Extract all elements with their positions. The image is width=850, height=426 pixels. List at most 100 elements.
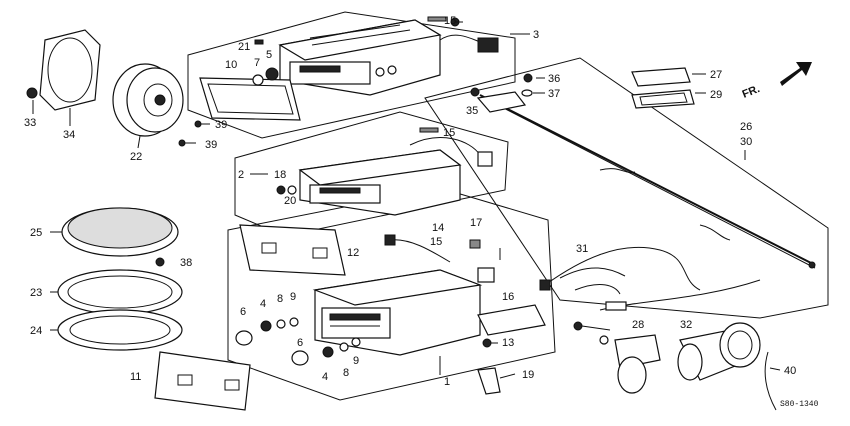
knob-4-a (260, 320, 272, 332)
callout-17: 17 (470, 217, 482, 229)
gasket-29 (631, 89, 695, 109)
antenna-motor-32 (677, 322, 761, 381)
washer-8-b (339, 342, 349, 352)
callout-8b: 8 (343, 367, 349, 379)
callout-13: 13 (502, 337, 514, 349)
washer-9-a (289, 317, 299, 327)
speaker-22 (112, 63, 184, 137)
callout-16: 16 (502, 291, 514, 303)
seal-40 (764, 351, 777, 411)
speaker-ring-23 (57, 269, 183, 315)
callout-15a: 15 (444, 15, 456, 27)
callout-5: 5 (266, 49, 272, 61)
callout-23: 23 (30, 287, 42, 299)
washer-9-b (351, 337, 361, 347)
callout-28: 28 (632, 319, 644, 331)
mount-35 (470, 87, 480, 97)
callout-34: 34 (63, 129, 75, 141)
knob-6-b (291, 350, 309, 366)
bracket-16 (477, 304, 546, 336)
harness-14 (384, 234, 495, 283)
fuse-17 (469, 239, 481, 249)
radio-unit-1 (312, 269, 483, 356)
callout-18: 18 (274, 169, 286, 181)
bolt-28 (573, 321, 583, 331)
knob-4-b (322, 346, 334, 358)
callout-1: 1 (444, 376, 450, 388)
callout-2: 2 (238, 169, 244, 181)
callout-29: 29 (710, 89, 722, 101)
antenna-base (476, 91, 527, 113)
washer-37 (521, 89, 533, 97)
radio-unit-2 (298, 137, 493, 216)
callout-25: 25 (30, 227, 42, 239)
callout-11: 11 (130, 371, 141, 383)
knob-7 (252, 74, 264, 86)
callout-33: 33 (24, 117, 36, 129)
screw-13 (482, 338, 492, 348)
callout-14: 14 (432, 222, 444, 234)
direction-arrow (780, 62, 812, 86)
antenna-cable-31 (539, 246, 701, 295)
callout-36: 36 (548, 73, 560, 85)
group-box-antenna (424, 57, 829, 319)
radio-unit-3 (278, 19, 499, 96)
group-box-radio-3 (187, 11, 516, 139)
callout-4b: 4 (322, 371, 328, 383)
fuse-15-top (427, 16, 447, 22)
bulb-21 (254, 39, 264, 45)
trim-bezel-10 (199, 77, 301, 121)
callout-38: 38 (180, 257, 192, 269)
trim-plate-12 (239, 224, 346, 276)
callout-21: 21 (238, 41, 250, 53)
callout-20: 20 (284, 195, 296, 207)
callout-30: 30 (740, 136, 752, 148)
callout-37: 37 (548, 88, 560, 100)
callout-35: 35 (466, 105, 478, 117)
trim-plate-11 (154, 351, 251, 411)
antenna-lead (599, 279, 761, 311)
screw-36 (523, 73, 533, 83)
callout-26: 26 (740, 121, 752, 133)
callout-9a: 9 (290, 291, 296, 303)
direction-label: FR. (741, 83, 762, 101)
callout-3: 3 (533, 29, 539, 41)
callout-39a: 39 (215, 119, 227, 131)
cover-27 (631, 67, 691, 87)
callout-15b: 15 (443, 127, 455, 139)
callout-7: 7 (254, 57, 260, 69)
callout-40: 40 (784, 365, 796, 377)
callout-9b: 9 (353, 355, 359, 367)
fuse-15-mid (419, 127, 439, 133)
callout-15c: 15 (430, 236, 442, 248)
washer-8-a (276, 319, 286, 329)
callout-22: 22 (130, 151, 142, 163)
callout-12: 12 (347, 247, 359, 259)
knob-6-a (235, 330, 253, 346)
callout-32: 32 (680, 319, 692, 331)
callout-27: 27 (710, 69, 722, 81)
callout-10: 10 (225, 59, 237, 71)
callout-6a: 6 (240, 306, 246, 318)
knob-18 (276, 185, 286, 195)
callout-8a: 8 (277, 293, 283, 305)
group-box-radio-2 (234, 111, 509, 237)
diagram-code: S80-1340 (780, 400, 819, 409)
speaker-grille-25 (61, 207, 179, 257)
clip-38 (155, 257, 165, 267)
motor-bracket-28 (614, 334, 661, 394)
callout-19: 19 (522, 369, 534, 381)
nut-33 (26, 87, 38, 99)
callout-6b: 6 (297, 337, 303, 349)
speaker-spacer-24 (57, 309, 183, 351)
callout-24: 24 (30, 325, 42, 337)
antenna-mast-26-30 (479, 94, 816, 269)
callout-31: 31 (576, 243, 588, 255)
knob-20 (287, 185, 297, 195)
callout-4a: 4 (260, 298, 266, 310)
callout-39b: 39 (205, 139, 217, 151)
knob-5 (265, 67, 279, 81)
leader-lines (32, 21, 781, 379)
speaker-gasket-34 (39, 29, 101, 111)
